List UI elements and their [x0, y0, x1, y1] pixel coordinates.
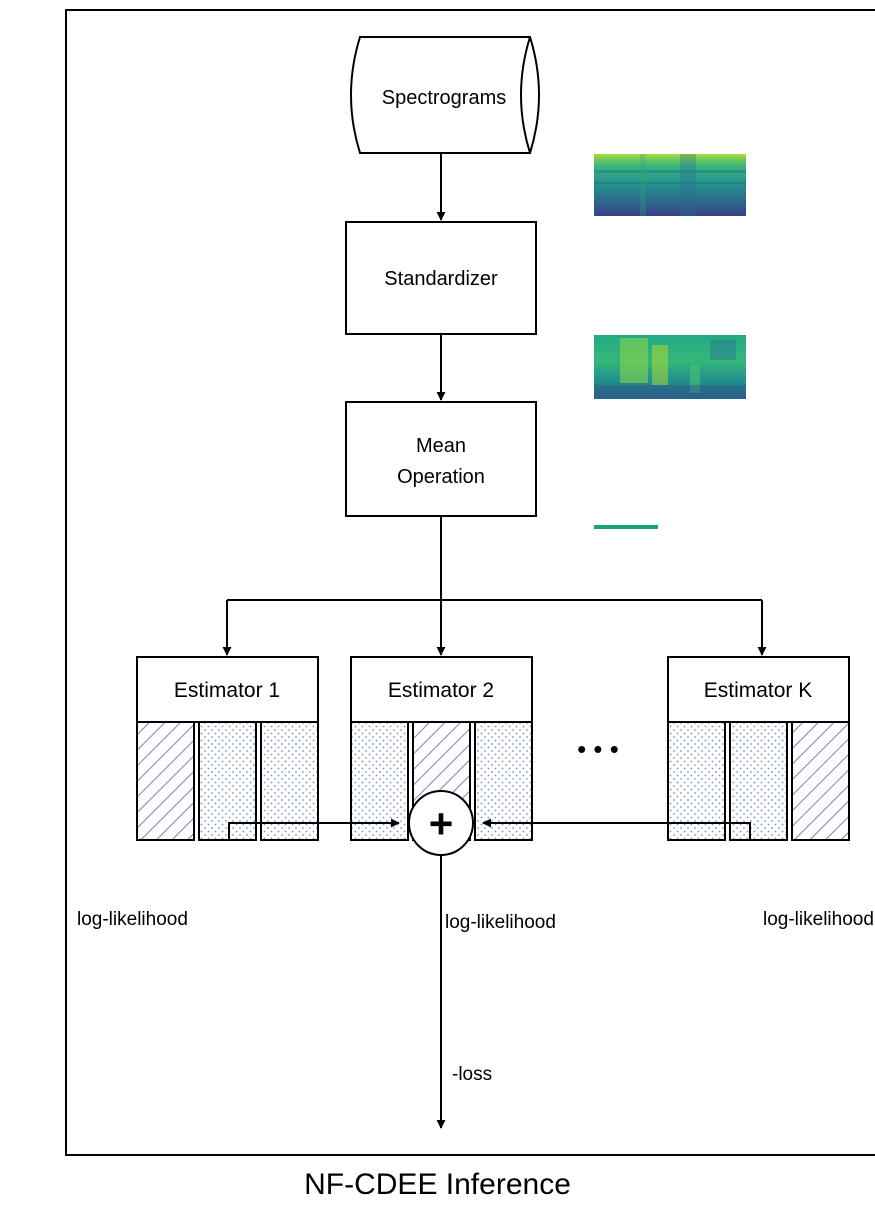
edge-estimator-k-to-sum	[482, 818, 751, 840]
standardizer-node: Standardizer	[345, 221, 537, 335]
estimator-1: Estimator 1	[136, 656, 319, 841]
log-likelihood-label-k: log-likelihood	[763, 909, 874, 930]
sum-symbol: +	[429, 800, 454, 847]
estimator-k-block-2	[729, 721, 788, 841]
spectrograms-node: Spectrograms	[350, 36, 540, 154]
raw-spectrogram-thumbnail	[594, 154, 746, 216]
spectrograms-label: Spectrograms	[382, 87, 507, 109]
estimator-2-label: Estimator 2	[388, 679, 494, 702]
mean-operation-node: Mean Operation	[345, 401, 537, 517]
mean-operation-label-line1: Mean	[416, 435, 466, 457]
estimator-1-label: Estimator 1	[174, 679, 280, 702]
ellipsis: • • •	[577, 734, 619, 764]
log-likelihood-label-2: log-likelihood	[445, 912, 556, 933]
loss-label: -loss	[452, 1064, 492, 1085]
estimator-k: Estimator K	[667, 656, 850, 841]
mean-operation-label-line2: Operation	[397, 466, 485, 488]
log-likelihood-label-1: log-likelihood	[77, 909, 188, 930]
diagram-frame	[65, 9, 875, 1156]
figure-caption: NF-CDEE Inference	[304, 1168, 571, 1201]
standardized-spectrogram-thumbnail	[594, 335, 746, 399]
estimator-k-block-3	[791, 721, 850, 841]
mean-vector-thumbnail	[594, 525, 658, 529]
estimator-1-block-1	[136, 721, 195, 841]
estimator-1-block-3	[260, 721, 319, 841]
estimator-k-block-1	[667, 721, 726, 841]
sum-node: +	[408, 790, 474, 856]
edge-estimator-1-to-sum	[228, 818, 400, 840]
estimator-1-block-2	[198, 721, 257, 841]
standardizer-label: Standardizer	[384, 268, 498, 290]
estimator-k-label: Estimator K	[704, 679, 813, 702]
